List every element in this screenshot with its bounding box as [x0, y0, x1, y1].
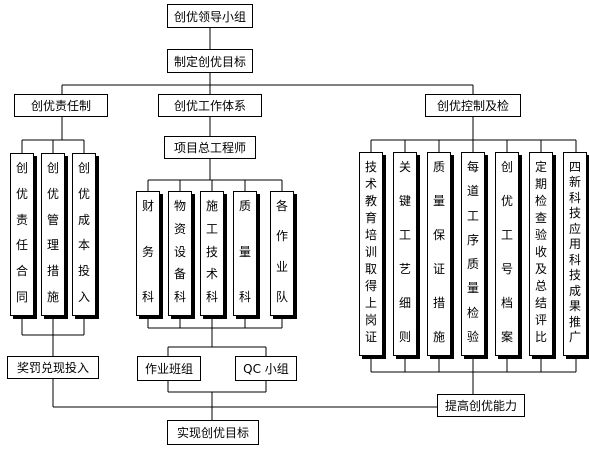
node-periodic-check-label: 定期检查验收及总结评比 [534, 160, 547, 344]
node-set-goal: 制定创优目标 [167, 49, 253, 73]
node-set-goal-label: 制定创优目标 [173, 54, 246, 69]
node-qc-group-label: QC 小组 [243, 362, 289, 376]
node-cost-input-label: 创优成本投入 [77, 161, 90, 304]
node-work-teams: 各作业队 [270, 191, 294, 316]
node-process-inspection: 每道工序质量检验 [461, 152, 485, 356]
node-finance-dept: 财务科 [136, 191, 160, 316]
node-new-tech: 四新科技应用科技成果推广 [563, 152, 587, 356]
node-chief-engineer-label: 项目总工程师 [173, 141, 246, 155]
node-key-process-label: 关键工艺细则 [398, 160, 411, 344]
node-responsibility-contract-label: 创优责任合同 [15, 161, 28, 304]
node-tech-training: 技术教育培训取得上岗证 [359, 152, 383, 356]
node-work-system: 创优工作体系 [158, 94, 262, 117]
node-process-inspection-label: 每道工序质量检验 [466, 160, 479, 344]
node-reward-penalty: 奖罚兑现投入 [7, 356, 99, 379]
node-cost-input: 创优成本投入 [72, 153, 96, 316]
node-improve-ability-label: 提高创优能力 [444, 399, 517, 413]
node-material-dept: 物资设备科 [168, 191, 192, 316]
node-new-tech-label: 四新科技应用科技成果推广 [568, 160, 581, 344]
node-construction-dept: 施工技术科 [200, 191, 224, 316]
node-material-dept-label: 物资设备科 [173, 199, 186, 304]
node-periodic-check: 定期检查验收及总结评比 [529, 152, 553, 356]
node-work-crew: 作业班组 [137, 356, 201, 381]
node-quality-measures-label: 质量保证措施 [432, 160, 445, 344]
node-control-inspection-label: 创优控制及检 [436, 99, 509, 113]
node-management-measures-label: 创优管理措施 [46, 161, 59, 304]
node-work-crew-label: 作业班组 [144, 362, 193, 376]
node-responsibility-system: 创优责任制 [14, 94, 108, 117]
node-reward-penalty-label: 奖罚兑现投入 [16, 361, 89, 375]
node-leader-group-label: 创优领导小组 [173, 9, 246, 24]
node-management-measures: 创优管理措施 [41, 153, 65, 316]
node-quality-dept-label: 质量科 [238, 199, 251, 304]
node-quality-dept: 质量科 [233, 191, 257, 316]
node-achieve-goal-label: 实现创优目标 [176, 426, 249, 440]
node-chief-engineer: 项目总工程师 [164, 136, 256, 159]
node-key-process: 关键工艺细则 [393, 152, 417, 356]
node-achieve-goal: 实现创优目标 [167, 420, 259, 445]
node-archive: 创优工号档案 [495, 152, 519, 356]
node-responsibility-contract: 创优责任合同 [10, 153, 34, 316]
node-archive-label: 创优工号档案 [500, 160, 513, 344]
node-leader-group: 创优领导小组 [167, 4, 253, 28]
node-finance-dept-label: 财务科 [141, 199, 154, 304]
node-quality-measures: 质量保证措施 [427, 152, 451, 356]
node-tech-training-label: 技术教育培训取得上岗证 [364, 160, 377, 344]
node-work-system-label: 创优工作体系 [173, 99, 246, 113]
node-work-teams-label: 各作业队 [275, 199, 288, 304]
node-responsibility-system-label: 创优责任制 [30, 99, 91, 113]
node-qc-group: QC 小组 [235, 356, 297, 381]
node-construction-dept-label: 施工技术科 [205, 199, 218, 304]
node-control-inspection: 创优控制及检 [425, 94, 521, 117]
node-improve-ability: 提高创优能力 [437, 394, 525, 417]
